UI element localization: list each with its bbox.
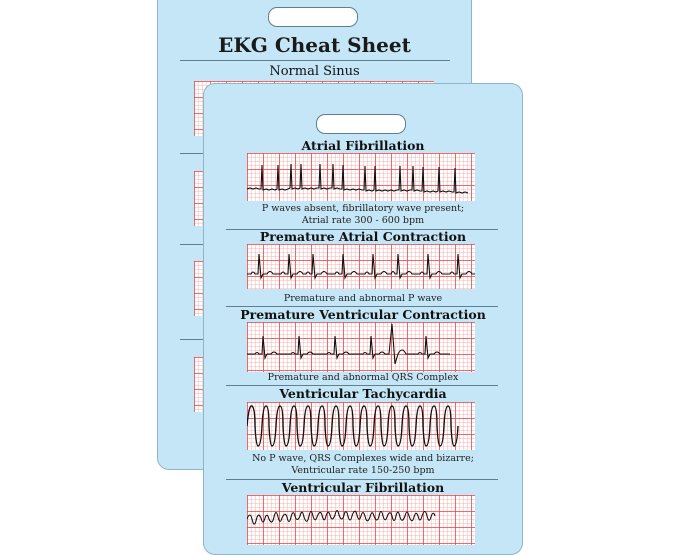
section-title-vt: Ventricular Tachycardia — [279, 386, 447, 401]
ekg-trace-afib — [247, 163, 469, 194]
divider — [226, 306, 498, 307]
divider — [226, 479, 498, 480]
ekg-strip-vt — [247, 402, 475, 450]
card-hole — [316, 114, 406, 134]
caption-line: Premature and abnormal QRS Complex — [267, 372, 459, 383]
caption-line: P waves absent, fibrillatory wave presen… — [261, 203, 465, 214]
card-title: EKG Cheat Sheet — [218, 33, 411, 57]
section-title-afib: Atrial Fibrillation — [301, 138, 425, 153]
ekg-trace-pvc — [247, 323, 450, 365]
caption-line: Atrial rate 300 - 600 bpm — [301, 215, 425, 226]
card-hole — [268, 7, 358, 27]
caption-line: Premature and abnormal P wave — [283, 293, 443, 304]
section-title-vf: Ventricular Fibrillation — [281, 480, 445, 495]
section-title-pvc: Premature Ventricular Contraction — [240, 307, 486, 322]
divider — [180, 60, 450, 61]
ekg-trace-vf — [247, 509, 436, 525]
section-title: Normal Sinus — [269, 64, 360, 79]
ekg-strip-pac — [247, 244, 475, 289]
divider — [226, 385, 498, 386]
front-card: Atrial Fibrillation P waves absent, fibr… — [203, 83, 523, 555]
section-caption-vt: No P wave, QRS Complexes wide and bizarr… — [204, 453, 522, 477]
section-caption-pvc: Premature and abnormal QRS Complex — [204, 372, 522, 384]
ekg-strip-vf — [247, 495, 475, 545]
caption-line: Ventricular rate 150-250 bpm — [291, 465, 435, 476]
section-caption-afib: P waves absent, fibrillatory wave presen… — [204, 203, 522, 227]
section-caption-pac: Premature and abnormal P wave — [204, 293, 522, 305]
ekg-trace-pac — [247, 253, 475, 281]
divider — [226, 229, 498, 230]
ekg-strip-afib — [247, 153, 475, 201]
ekg-strip-pvc — [247, 322, 475, 372]
caption-line: No P wave, QRS Complexes wide and bizarr… — [252, 453, 474, 464]
ekg-trace-vt — [247, 405, 459, 447]
section-title-pac: Premature Atrial Contraction — [259, 229, 467, 244]
